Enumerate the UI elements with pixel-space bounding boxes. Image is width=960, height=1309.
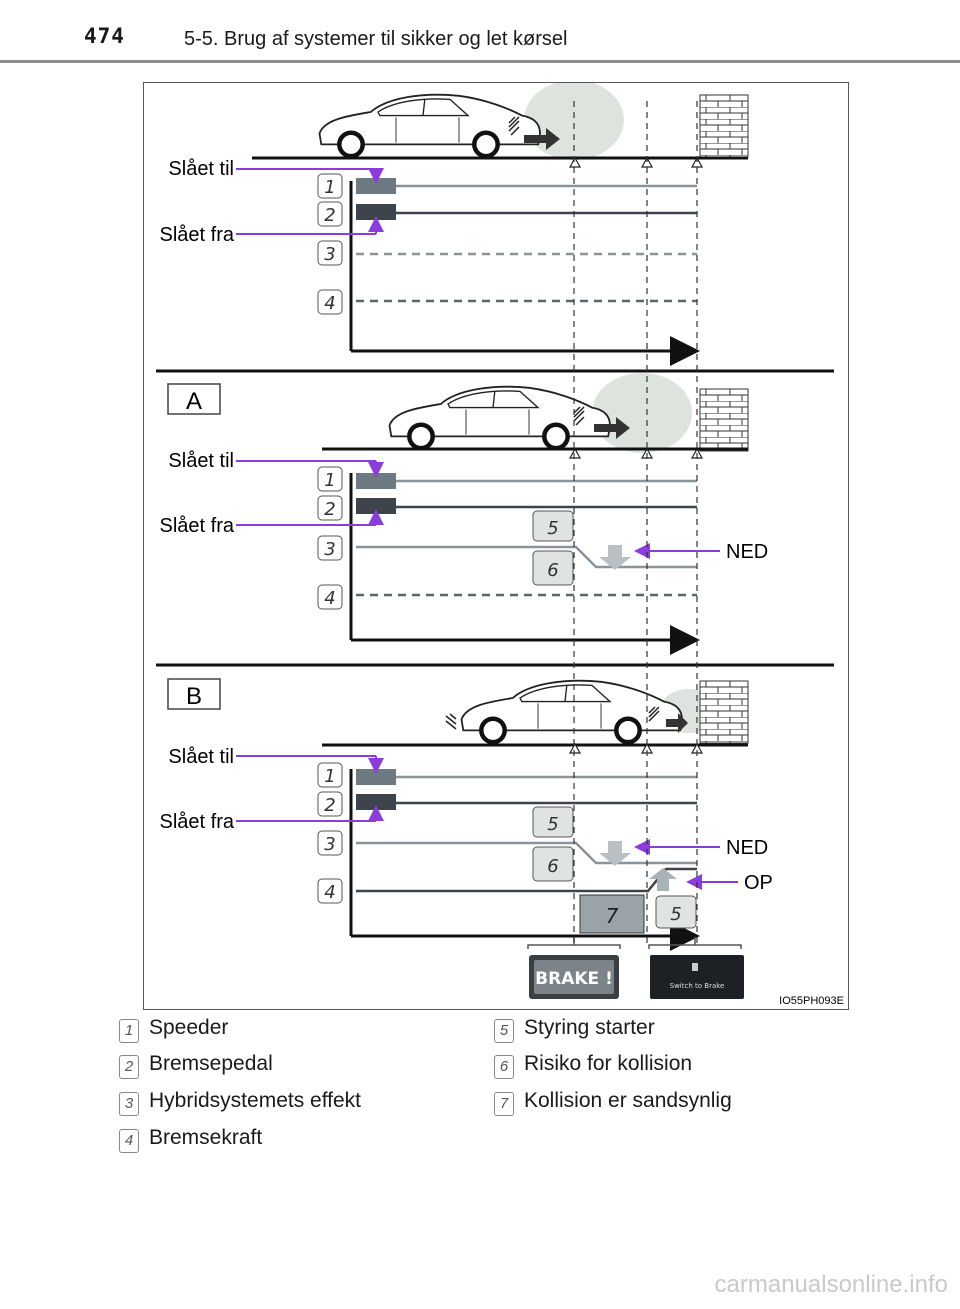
number-badge-3: 3 <box>324 539 335 560</box>
legend-number: 4 <box>119 1129 139 1153</box>
down-label: NED <box>726 541 768 563</box>
diagram-figure: Slået til Slået fra 1 2 3 4 A <box>143 82 849 1010</box>
legend-label: Speeder <box>149 1016 229 1039</box>
legend-label: Hybridsystemets effekt <box>149 1089 362 1112</box>
off-label: Slået fra <box>160 811 235 833</box>
number-badge-6: 6 <box>547 560 558 581</box>
brake-warning-screen: BRAKE ! <box>535 969 613 989</box>
legend-label: Kollision er sandsynlig <box>524 1089 732 1112</box>
number-badge-5: 5 <box>670 904 681 925</box>
page-number: 474 <box>84 24 125 48</box>
up-label: OP <box>744 872 773 894</box>
page-header: 474 5-5. Brug af systemer til sikker og … <box>0 0 960 64</box>
number-badge-4: 4 <box>324 293 335 314</box>
number-badge-2: 2 <box>324 499 335 520</box>
wall-illustration <box>699 680 749 744</box>
panel-label-a: A <box>186 388 202 415</box>
legend-number: 7 <box>494 1092 514 1116</box>
on-label: Slået til <box>168 158 234 180</box>
number-badge-5: 5 <box>547 814 558 835</box>
number-badge-2: 2 <box>324 795 335 816</box>
panel-label-b: B <box>186 683 202 710</box>
legend-label: Styring starter <box>524 1016 655 1039</box>
section-a: A 5 6 NED Slået til Slået fra 1 2 <box>160 373 768 655</box>
legend-label: Risiko for kollision <box>524 1052 693 1075</box>
number-badge-7: 7 <box>606 904 619 928</box>
number-badge-1: 1 <box>324 766 335 787</box>
wall-illustration <box>699 94 749 158</box>
watermark: carmanualsonline.info <box>714 1271 948 1298</box>
legend-number: 1 <box>119 1019 139 1043</box>
figure-code: IO55PH093E <box>779 995 844 1007</box>
off-label: Slået fra <box>160 224 235 246</box>
number-badge-5: 5 <box>547 518 558 539</box>
legend-number: 6 <box>494 1055 514 1079</box>
section-b: B 5 6 7 5 NED OP Slået til <box>160 678 773 999</box>
section-top: Slået til Slået fra 1 2 3 4 <box>160 83 749 366</box>
header-divider <box>0 60 960 63</box>
number-badge-4: 4 <box>324 882 335 903</box>
legend-number: 3 <box>119 1092 139 1116</box>
car-illustration <box>462 681 683 742</box>
number-badge-6: 6 <box>547 856 558 877</box>
legend-number: 5 <box>494 1019 514 1043</box>
section-title: 5-5. Brug af systemer til sikker og let … <box>184 28 568 50</box>
car-illustration <box>320 95 541 156</box>
number-badge-1: 1 <box>324 177 335 198</box>
number-badge-1: 1 <box>324 470 335 491</box>
on-label: Slået til <box>168 450 234 472</box>
on-label: Slået til <box>168 746 234 768</box>
legend-label: Bremsekraft <box>149 1126 263 1149</box>
number-badge-3: 3 <box>324 244 335 265</box>
off-label: Slået fra <box>160 515 235 537</box>
down-label: NED <box>726 837 768 859</box>
number-badge-4: 4 <box>324 588 335 609</box>
number-badge-2: 2 <box>324 205 335 226</box>
switch-to-brake-screen: Switch to Brake <box>670 982 725 990</box>
number-badge-3: 3 <box>324 834 335 855</box>
timing-diagram: Slået til Slået fra 1 2 3 4 A <box>156 83 844 1007</box>
wall-illustration <box>699 388 749 452</box>
legend-label: Bremsepedal <box>149 1052 273 1075</box>
legend-number: 2 <box>119 1055 139 1079</box>
